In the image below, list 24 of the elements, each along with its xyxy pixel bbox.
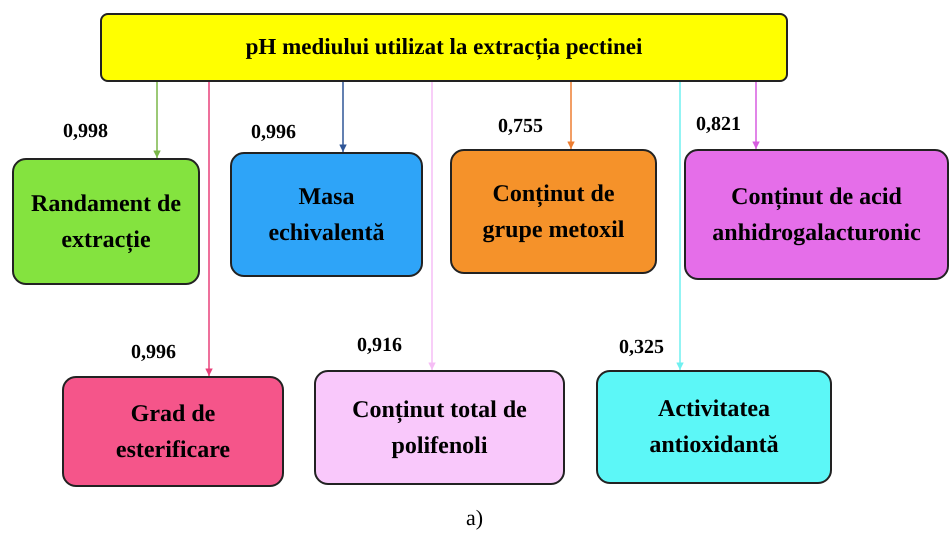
node-text: Grad de esterificare: [114, 400, 232, 464]
node-text: Conținut de grupe metoxil: [482, 180, 626, 244]
arrow: [339, 82, 347, 152]
node-text: Activitatea antioxidantă: [648, 395, 780, 460]
property-box: [12, 158, 200, 285]
property-box: [314, 370, 565, 485]
arrow: [153, 82, 161, 158]
arrow: [205, 82, 213, 376]
node-text: Conținut de acid anhidrogalacturonic: [711, 182, 922, 248]
arrow: [752, 82, 760, 149]
property-box: [450, 149, 657, 274]
node-text: Masa echivalentă: [268, 182, 386, 248]
node-text: pH mediului utilizat la extracția pectinei: [246, 33, 642, 62]
node-text: Randament de extracție: [30, 190, 182, 255]
arrow: [567, 82, 575, 149]
property-box: [596, 370, 832, 484]
property-box: [62, 376, 284, 487]
arrow: [428, 82, 436, 370]
property-box: [230, 152, 423, 277]
property-box: [684, 149, 949, 280]
arrow: [676, 82, 684, 370]
caption: a): [464, 505, 484, 531]
node-text: Conținut total de polifenoli: [351, 396, 528, 460]
factor-box: [100, 13, 788, 82]
